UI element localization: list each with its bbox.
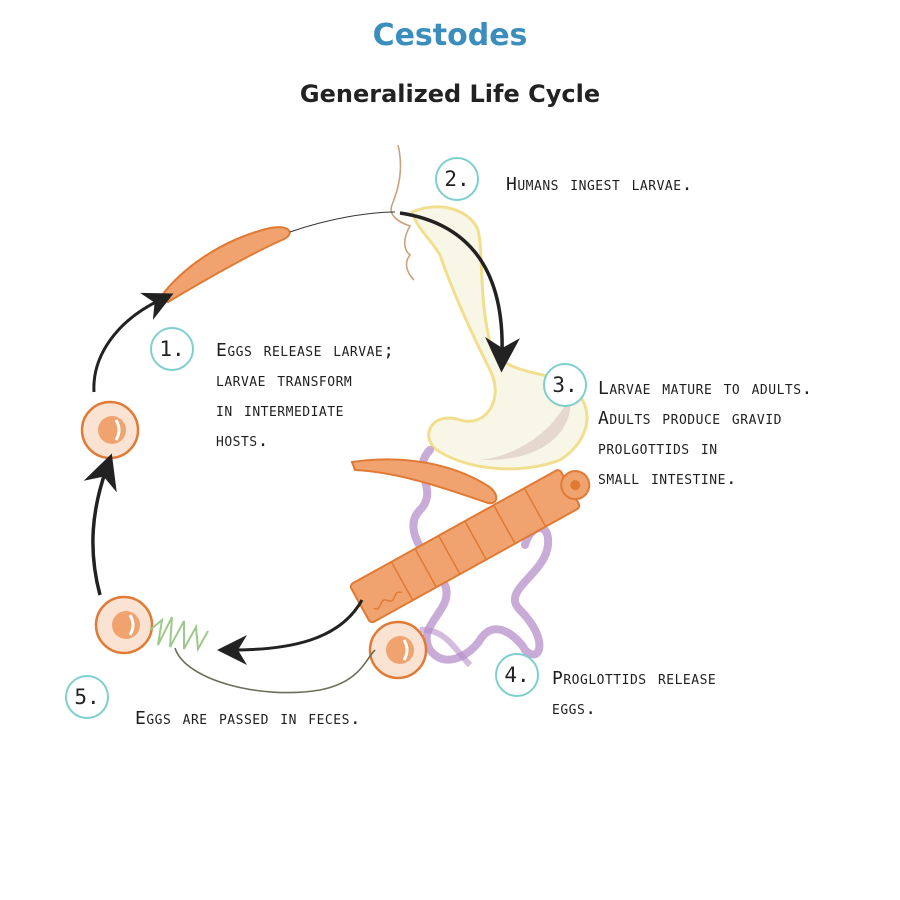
- larva-stomach: [350, 458, 498, 505]
- step-3-line-4: small intestine.: [598, 468, 738, 489]
- step-5-line-1: Eggs are passed in feces.: [135, 708, 362, 729]
- stomach-shape: [410, 205, 589, 471]
- step-4-badge: 4.: [495, 653, 539, 697]
- step-3-line-3: prolgottids in: [598, 438, 718, 459]
- adult-tapeworm: [349, 469, 591, 624]
- step-1-line-2: larvae transform: [216, 370, 353, 391]
- step-1-line-1: Eggs release larvae;: [216, 340, 395, 361]
- step-1-badge: 1.: [150, 327, 194, 371]
- feces-line: [174, 647, 376, 694]
- feces-scribble: [149, 616, 209, 653]
- arrow-worm-to-feces: [217, 599, 364, 665]
- larva-top-tail: [289, 211, 396, 233]
- step-1-line-4: hosts.: [216, 430, 269, 451]
- human-face-outline: [390, 144, 415, 281]
- page-subtitle: Generalized Life Cycle: [299, 80, 601, 108]
- page-title: Cestodes: [372, 18, 528, 53]
- arrow-larva-to-stomach: [399, 211, 521, 373]
- step-4-line-2: eggs.: [552, 698, 597, 719]
- egg-released: [368, 620, 428, 680]
- step-3-line-2: Adults produce gravid: [598, 408, 782, 429]
- step-3-badge: 3.: [543, 363, 587, 407]
- step-3-line-1: Larvae mature to adults.: [598, 378, 813, 399]
- intestine-to-egg: [419, 626, 473, 668]
- step-1-text: Eggs release larvae; larvae transform in…: [216, 336, 395, 456]
- small-intestine: [409, 446, 553, 664]
- arrow-egg-to-larva: [92, 292, 174, 393]
- step-5-text: Eggs are passed in feces.: [135, 704, 361, 734]
- step-5-badge: 5.: [65, 675, 109, 719]
- step-2-line-1: Humans ingest larvae.: [506, 174, 693, 195]
- step-3-text: Larvae mature to adults. Adults produce …: [598, 374, 813, 494]
- step-2-text: Humans ingest larvae.: [506, 170, 693, 200]
- egg-left-bottom: [94, 595, 154, 655]
- step-2-badge: 2.: [435, 157, 479, 201]
- arrow-egg-up: [83, 453, 117, 596]
- step-4-line-1: Proglottids release: [552, 668, 717, 689]
- larva-top: [158, 226, 291, 304]
- egg-left-middle: [80, 400, 140, 460]
- stomach-fold: [480, 395, 571, 461]
- step-4-text: Proglottids release eggs.: [552, 664, 716, 724]
- step-1-line-3: in intermediate: [216, 400, 344, 421]
